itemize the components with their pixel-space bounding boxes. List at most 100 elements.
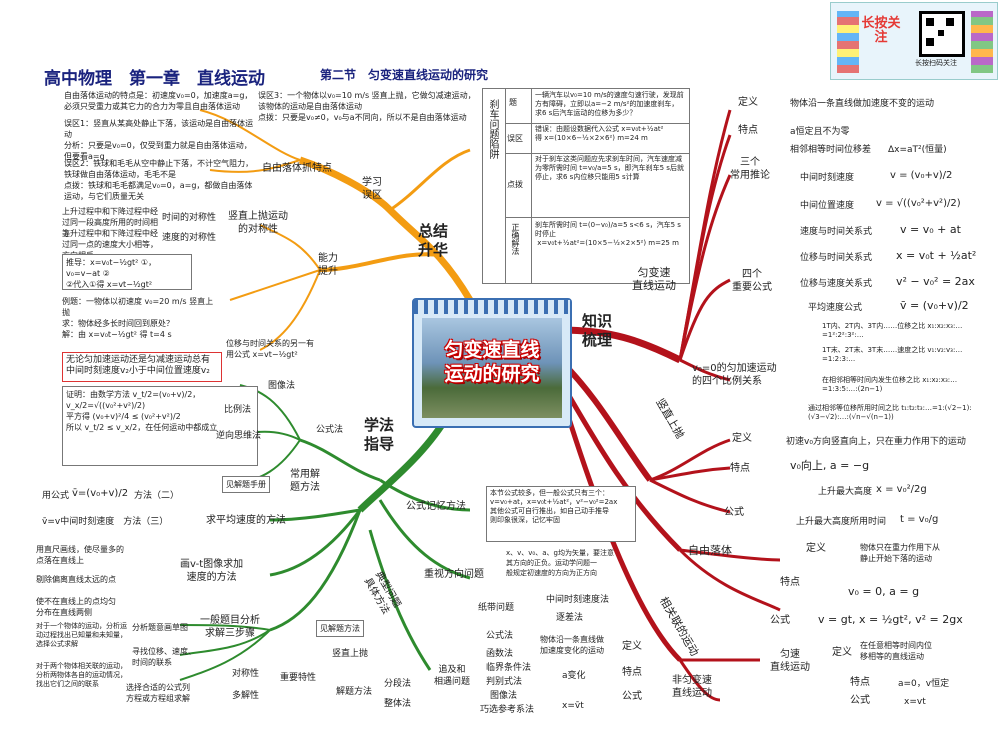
derivation-box: 推导：x=v₀t−½gt² ①，v₀=v−at ② ②代入①得 x=vt−½gt… (62, 254, 192, 290)
nonuniform-feature-label: 特点 (622, 667, 642, 678)
vt-item-2: 剔除偏离直线太远的点 (36, 575, 116, 584)
chase-graph: 图像法 (490, 691, 518, 701)
row-misread-text: 错误：由题设数据代入公式 x=v₀t+½at² 得 x=(10×6−½×2×6²… (535, 125, 664, 142)
uniform-formula-label: 公式 (850, 695, 870, 706)
formula-2-label: 位移与时间关系式 (800, 253, 873, 263)
formula-1: v = v₀ + at (900, 223, 961, 236)
up-solve-methods: 解题方法 (336, 687, 373, 697)
uniform-motion-label: 匀速 直线运动 (770, 649, 810, 673)
method-ratio: 比例法 (224, 405, 252, 415)
def-label: 定义 (738, 97, 758, 108)
corollary-3-label: 中间位置速度 (800, 201, 855, 211)
freefall-note-1: 自由落体运动的特点是：初速度v₀=0，加速度a=g，必须只受重力或其它力的合力为… (64, 91, 253, 111)
formula-memory-box: 本节公式较多，但一般公式只有三个： v=v₀+at，x=v₀t+½at²，v²−… (486, 486, 636, 542)
feature-label: 特点 (738, 125, 758, 136)
branch-summary: 总结 升华 (418, 222, 449, 259)
misread-note: 误区3：一个物体以v₀=10 m/s 竖直上抛，它做匀减速运动，该物体的运动是自… (258, 91, 476, 122)
nonuniform-def-text: 物体沿一条直线做 加速度变化的运动 (540, 635, 604, 655)
avg-method-2-suffix: 方法（二） (134, 491, 180, 501)
avg-method-2-prefix: 用公式 (42, 491, 70, 501)
step-3: 选择合适的公式列 方程或方程组求解 (126, 683, 190, 703)
compare-proof-box: 证明：由数学方法 v_t/2=(v₀+v)/2，v_x/2=√((v₀²+v²)… (62, 386, 258, 466)
follow-badge[interactable]: 长按关注 长按扫码关注 (830, 2, 998, 80)
row-solution-label: 正确解法 (511, 223, 520, 255)
vertical-def-label: 定义 (732, 433, 752, 444)
extra-formula-note: 位移与时间关系的另一有用公式 x=vt−½gt² (226, 339, 314, 359)
method-reverse: 逆向思维法 (216, 431, 262, 441)
page-title: 高中物理 第一章 直线运动 (44, 69, 265, 89)
center-title-line2: 运动的研究 (444, 363, 540, 385)
nonuniform-formula-text: x=v̄t (562, 701, 584, 711)
up-multi-solution: 多解性 (232, 691, 260, 701)
node-common-methods: 常用解 题方法 (290, 469, 320, 493)
formula-1-label: 速度与时间关系式 (800, 227, 873, 237)
row-solution-text: 刹车所需时间 t=(0−v₀)/a=5 s<6 s，汽车5 s时停止 x=v₀t… (535, 221, 681, 247)
center-title-line1: 匀变速直线 (444, 339, 540, 361)
freefall-formula: v = gt, x = ½gt², v² = 2gx (818, 613, 963, 626)
ratio-label: v₀=0的匀加速运动 的四个比例关系 (692, 363, 777, 387)
nonuniform-feature-text: a变化 (562, 671, 586, 681)
compare-title-box: 无论匀加速运动还是匀减速运动总有 中间时刻速度v₂小于中间位置速度v₂ (62, 352, 222, 382)
corollary-label: 三个 常用推论 (730, 157, 770, 181)
up-symmetry: 对称性 (232, 669, 260, 679)
node-symmetry: 竖直上抛运动 的对称性 (228, 211, 288, 235)
branch-knowledge: 知识 梳理 (582, 312, 613, 349)
up-segment: 分段法 (384, 679, 412, 689)
avg-method-3: v̄=v中间时刻速度 方法（三） (42, 517, 169, 527)
node-ability: 能力 提升 (318, 253, 338, 277)
vertical-feature-text: v₀向上, a = −g (790, 459, 870, 472)
time-symmetry-text: 上升过程中和下降过程中经过同一段高度所用的时间相等 (62, 207, 158, 238)
chase-critical: 临界条件法 (486, 663, 532, 673)
step-note-2: 对于两个物体相关联的运动，分析两物体各自的运动情况，找出它们之间的联系 (36, 662, 127, 688)
braking-table: 刹车问题陷阱 题 一辆汽车以v₀=10 m/s的速度匀速行驶，发现前方有障碍，立… (482, 88, 690, 284)
vertical-def-text: 初速v₀方向竖直向上，只在重力作用下的运动 (786, 437, 966, 447)
up-whole: 整体法 (384, 699, 412, 709)
corollary-1-label: 相邻相等时间位移差 (790, 145, 872, 155)
formula-4-label: 平均速度公式 (808, 303, 863, 313)
node-vt-method: 画v-t图像求加 速度的方法 (180, 559, 244, 583)
cyclist-photo (422, 318, 562, 418)
calendar-rings-icon (414, 300, 570, 314)
node-formula-memory: 公式记忆方法 (406, 501, 466, 512)
row-misread-label: 误区 (507, 134, 523, 143)
chase-formula: 公式法 (486, 631, 514, 641)
qr-code-icon (919, 11, 965, 57)
chase-discriminant: 判别式法 (486, 677, 523, 687)
freefall-def-text: 物体只在重力作用下从 静止开始下落的运动 (860, 543, 940, 563)
see-handbook-badge-2[interactable]: 见解题方法 (316, 620, 364, 637)
braking-table-side-label: 刹车问题陷阱 (487, 99, 498, 159)
nonuniform-motion-label: 非匀变速 直线运动 (672, 675, 712, 699)
up-key-features: 重要特性 (280, 673, 317, 683)
chase-reference-frame: 巧选参考系法 (480, 705, 535, 715)
freefall-label: 自由落体 (688, 544, 732, 557)
see-handbook-badge-1[interactable]: 见解题手册 (222, 476, 270, 493)
ratio-1: 1T内、2T内、3T内……位移之比 x₁:x₂:x₃:…=1²:2²:3²:… (822, 322, 963, 339)
books-icon (837, 11, 859, 73)
center-topic: 匀变速直线 运动的研究 (412, 298, 572, 428)
corollary-2-formula: v = (v₀+v)/2 (890, 170, 953, 181)
row-question-text: 一辆汽车以v₀=10 m/s的速度匀速行驶，发现前方有障碍，立即以a=−2 m/… (535, 91, 684, 117)
example-note: 例题：一物体以初速度 v₀=20 m/s 竖直上抛 求：物体经多长时间回到原处？… (62, 297, 214, 339)
row-question-label: 题 (509, 98, 517, 107)
node-misread: 学习 误区 (362, 177, 382, 201)
node-general-steps: 一般题目分析 求解三步骤 (200, 615, 260, 639)
ratio-2: 1T末、2T末、3T末……速度之比 v₁:v₂:v₃:…=1:2:3:… (822, 346, 963, 363)
step-note-1: 对于一个物体的运动，分析运动过程找出已知量和未知量，选择公式求解 (36, 622, 127, 648)
formula-3-label: 位移与速度关系式 (800, 279, 873, 289)
vertical-formula-label: 公式 (724, 507, 744, 518)
follow-text: 长按关注 (861, 16, 901, 45)
node-freefall-features: 自由落体抓特点 (262, 163, 332, 174)
vertical-feature-label: 特点 (730, 463, 750, 474)
scan-caption: 长按扫码关注 (915, 59, 957, 67)
uniform-def-text: 在任意相等时间内位 移相等的直线运动 (860, 641, 932, 661)
vertical-time-formula: t = v₀/g (900, 514, 939, 525)
vertical-time-label: 上升最大高度所用时间 (796, 517, 887, 527)
uniform-def-label: 定义 (832, 647, 852, 658)
uniform-formula-text: x=vt (904, 697, 926, 707)
freefall-note-3: 误区2：铁球和毛毛从空中静止下落，不计空气阻力，铁球做自由落体运动，毛毛不是 点… (64, 159, 254, 201)
node-speed-symmetry: 速度的对称性 (162, 233, 217, 243)
branch-method: 学法 指导 (364, 416, 395, 453)
uniform-feature-label: 特点 (850, 677, 870, 688)
node-uniform-accel: 匀变速直线运动 (632, 266, 676, 292)
